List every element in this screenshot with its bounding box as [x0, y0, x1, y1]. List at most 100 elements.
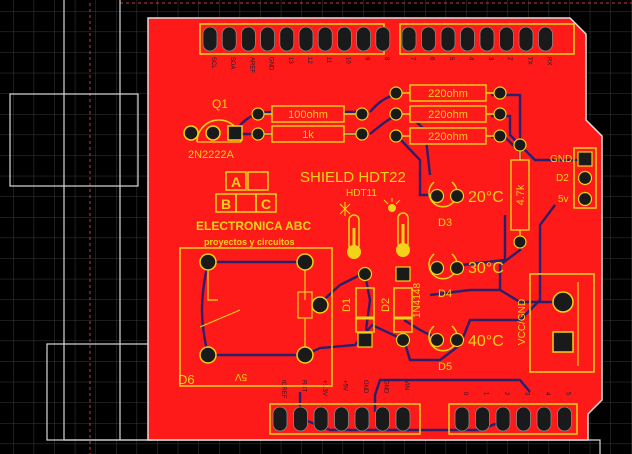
- bottom-header-left-label: GND: [383, 380, 389, 394]
- bottom-header-left-pad[interactable]: [375, 406, 390, 432]
- logo-letter-b: B: [221, 196, 231, 212]
- top-header-left-pad[interactable]: [298, 26, 314, 52]
- top-header-right: [399, 23, 575, 55]
- top-header-left-label: 11: [325, 57, 331, 64]
- bottom-header-left-label: GND: [362, 380, 368, 394]
- sensor-label: HDT11: [346, 188, 377, 199]
- brand-tagline: proyectos y circuitos: [204, 237, 295, 247]
- top-header-left-pad[interactable]: [279, 26, 295, 52]
- top-header-left-pad[interactable]: [260, 26, 276, 52]
- bottom-header-right-label: 5: [565, 392, 571, 396]
- diode-part: 1N4148: [412, 283, 423, 318]
- resistor-1k[interactable]: 1k: [251, 125, 369, 143]
- top-header-left-pad[interactable]: [317, 26, 333, 52]
- top-header-right-label: 5: [448, 57, 454, 61]
- top-header-left-label: 12: [306, 57, 312, 64]
- led-d3-temp: 20°C: [468, 189, 504, 206]
- top-header-right-pad[interactable]: [460, 26, 475, 52]
- bottom-header-right-label: 2: [503, 392, 509, 396]
- bottom-header-left-label: VIN: [403, 380, 409, 390]
- relay-voltage: 5V: [235, 371, 248, 382]
- led-d5[interactable]: 40°C D5: [428, 325, 504, 373]
- connector-d2-label: D2: [556, 173, 569, 184]
- sensor-connector[interactable]: GND D2 5v: [550, 147, 597, 209]
- top-header-right-label: 3: [487, 57, 493, 61]
- top-header-left-label: AREF: [248, 57, 254, 73]
- logo-letter-c: C: [261, 196, 271, 212]
- relay-d6[interactable]: D6 5V: [178, 247, 333, 387]
- bottom-header-right-label: 1: [483, 392, 489, 396]
- top-header-right-pad[interactable]: [401, 26, 417, 52]
- top-header-right-pad[interactable]: [538, 26, 553, 52]
- diode-d1-ref: D1: [341, 298, 353, 312]
- resistor-220-1-label: 220ohm: [428, 88, 468, 100]
- top-header-left-pad[interactable]: [356, 26, 372, 52]
- led-d4[interactable]: 30°C D4: [428, 253, 504, 300]
- diode-d2[interactable]: D2 1N4148: [380, 266, 423, 348]
- bottom-header-right-pad[interactable]: [454, 406, 470, 432]
- top-header-left-pad[interactable]: [336, 26, 352, 52]
- resistor-100ohm-label: 100ohm: [288, 109, 328, 121]
- top-header-right-label: 6: [429, 57, 435, 61]
- bottom-header-left-label: +5V: [342, 380, 348, 391]
- led-d5-ref: D5: [438, 361, 452, 373]
- bottom-header-left-label: IOREF: [280, 380, 286, 399]
- power-terminal[interactable]: VCC/GND: [517, 273, 595, 373]
- top-header-right-pad[interactable]: [440, 26, 456, 52]
- top-header-right-label: 7: [409, 57, 415, 61]
- led-d5-temp: 40°C: [468, 333, 504, 350]
- top-header-left-pad[interactable]: [240, 26, 256, 52]
- bottom-header-right-pad[interactable]: [516, 406, 531, 432]
- top-header-left-pad[interactable]: [375, 26, 391, 52]
- top-header-left-label: GND: [268, 57, 274, 71]
- bottom-header-left-pad[interactable]: [313, 406, 329, 432]
- board: [147, 17, 603, 441]
- resistor-4-7k[interactable]: 4.7k: [510, 138, 530, 249]
- bottom-header-right-pad[interactable]: [536, 406, 552, 432]
- q1-part: 2N2222A: [188, 149, 235, 161]
- top-header-right-label: TX: [526, 57, 532, 65]
- resistor-4-7k-label: 4.7k: [515, 184, 527, 205]
- top-header-right-pad[interactable]: [499, 26, 514, 52]
- top-header-left-pad[interactable]: [221, 26, 237, 52]
- relay-ref: D6: [178, 372, 195, 387]
- bottom-header-right-label: 4: [544, 392, 550, 396]
- brand-logo: A B C ELECTRONICA ABC proyectos y circui…: [196, 171, 311, 247]
- top-header-right-pad[interactable]: [421, 26, 436, 52]
- bottom-header-right-label: 0: [462, 392, 468, 396]
- bottom-header-left-pad[interactable]: [354, 406, 370, 432]
- bottom-header-right-pad[interactable]: [475, 406, 490, 432]
- diode-d1[interactable]: D1: [341, 266, 375, 348]
- thermometer-hot-icon: [383, 198, 410, 257]
- resistor-100ohm[interactable]: 100ohm: [251, 105, 369, 123]
- resistor-220-3[interactable]: 220ohm: [389, 127, 507, 145]
- resistor-220-2-label: 220ohm: [428, 109, 468, 121]
- thermometer-cold-icon: [339, 202, 361, 259]
- bottom-header-left-pad[interactable]: [334, 406, 349, 432]
- bottom-header-left-pad[interactable]: [293, 406, 308, 432]
- top-header-left-pad[interactable]: [202, 26, 218, 52]
- led-d4-temp: 30°C: [468, 260, 504, 277]
- logo-letter-a: A: [231, 174, 241, 190]
- bottom-header-right-pad[interactable]: [495, 406, 511, 432]
- resistor-220-1[interactable]: 220ohm: [389, 84, 507, 102]
- resistor-220-2[interactable]: 220ohm: [389, 105, 507, 123]
- top-header-pads: [202, 26, 553, 52]
- bottom-header-right-pad[interactable]: [557, 406, 572, 432]
- bottom-header-pads: [272, 406, 572, 432]
- transistor-q1[interactable]: Q1 2N2222A: [183, 97, 243, 161]
- top-header-left-label: 13: [287, 57, 293, 64]
- top-header-left-label: SCL: [210, 57, 216, 69]
- bottom-header-left-pad[interactable]: [395, 406, 411, 432]
- brand-name: ELECTRONICA ABC: [196, 219, 311, 233]
- top-header-right-pad[interactable]: [479, 26, 495, 52]
- connector-gnd-label: GND: [550, 154, 572, 165]
- bottom-header-left-pad[interactable]: [272, 406, 288, 432]
- led-d3[interactable]: 20°C D3: [428, 181, 504, 229]
- top-header-left-label: 10: [344, 57, 350, 64]
- power-label: VCC/GND: [517, 299, 528, 345]
- top-header-right-pad[interactable]: [518, 26, 534, 52]
